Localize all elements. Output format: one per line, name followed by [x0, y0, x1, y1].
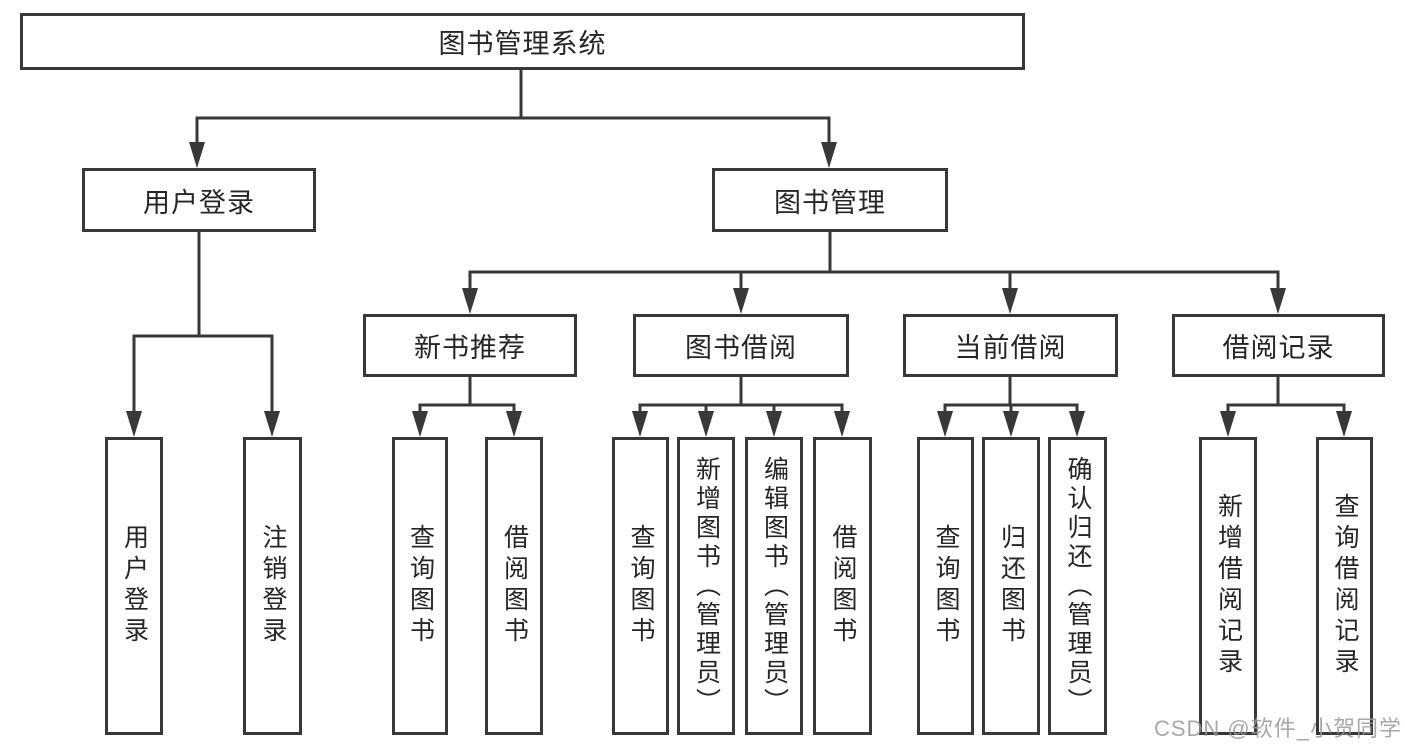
arrowhead: [733, 288, 749, 314]
edges-root: [195, 68, 831, 152]
node-borrowing-records-label: 借阅记录: [1222, 333, 1335, 363]
arrowhead: [821, 142, 837, 168]
node-new-book-recommendation-label: 新书推荐: [414, 333, 526, 363]
leaf-borrow-borrow-books-label: 借阅图书: [829, 524, 857, 648]
leaf-borrow-add-books-admin: 新增图书（管理员）: [677, 437, 735, 735]
leaf-user-login: 用户登录: [105, 437, 163, 735]
arrowhead: [1220, 411, 1236, 437]
leaf-borrow-borrow-books: 借阅图书: [813, 437, 872, 735]
leaf-borrow-search-books-label: 查询图书: [627, 524, 655, 648]
edges-book-borrowing: [638, 375, 844, 421]
edges-user-login-branch: [132, 230, 274, 421]
leaf-records-add-record: 新增借阅记录: [1199, 437, 1257, 735]
node-root: 图书管理系统: [20, 13, 1025, 70]
csdn-watermark: CSDN @软件_小贺同学: [1153, 716, 1402, 741]
node-current-borrowing-label: 当前借阅: [954, 333, 1067, 363]
arrowhead: [1002, 288, 1018, 314]
leaf-records-add-record-label: 新增借阅记录: [1214, 493, 1243, 679]
arrowhead: [632, 411, 648, 437]
arrowhead: [412, 411, 428, 437]
arrowheads: [126, 142, 1352, 437]
edges-new-book-recommendation: [418, 375, 516, 421]
arrowhead: [462, 288, 478, 314]
leaf-recommend-borrow-books: 借阅图书: [485, 437, 543, 735]
arrowhead: [1336, 411, 1352, 437]
leaf-borrow-search-books: 查询图书: [612, 437, 669, 735]
leaf-current-return-books-label: 归还图书: [997, 524, 1026, 648]
node-user-login: 用户登录: [82, 168, 316, 232]
arrowhead: [1270, 288, 1286, 314]
arrowhead: [1069, 411, 1085, 437]
leaf-borrow-add-books-admin-label: 新增图书（管理员）: [692, 455, 721, 717]
leaf-current-confirm-return-admin: 确认归还（管理员）: [1048, 437, 1107, 735]
edges-borrowing-records: [1226, 375, 1346, 421]
leaf-current-search-books: 查询图书: [917, 437, 974, 735]
leaf-current-return-books: 归还图书: [982, 437, 1040, 735]
node-root-label: 图书管理系统: [438, 29, 607, 59]
arrowhead: [766, 411, 782, 437]
edges-book-management-branch: [468, 230, 1280, 298]
arrowhead: [264, 411, 280, 437]
node-borrowing-records: 借阅记录: [1172, 314, 1385, 377]
leaf-recommend-borrow-books-label: 借阅图书: [500, 524, 529, 648]
leaf-current-confirm-return-admin-label: 确认归还（管理员）: [1064, 455, 1092, 717]
leaf-logout-label: 注销登录: [259, 524, 287, 648]
arrowhead: [937, 411, 953, 437]
leaf-records-search-record-label: 查询借阅记录: [1331, 493, 1359, 679]
arrowhead: [506, 411, 522, 437]
node-book-management: 图书管理: [712, 168, 948, 232]
leaf-logout: 注销登录: [243, 437, 302, 735]
arrowhead: [1003, 411, 1019, 437]
node-book-management-label: 图书管理: [774, 187, 886, 218]
leaf-borrow-edit-books-admin: 编辑图书（管理员）: [745, 437, 803, 735]
node-user-login-label: 用户登录: [143, 187, 255, 218]
leaf-recommend-search-books: 查询图书: [392, 437, 448, 735]
leaf-borrow-edit-books-admin-label: 编辑图书（管理员）: [760, 455, 789, 717]
leaf-current-search-books-label: 查询图书: [932, 524, 960, 648]
leaf-user-login-label: 用户登录: [120, 524, 149, 648]
arrowhead: [189, 142, 205, 168]
node-current-borrowing: 当前借阅: [903, 314, 1118, 377]
arrowhead: [834, 411, 850, 437]
node-book-borrowing: 图书借阅: [633, 314, 849, 377]
node-new-book-recommendation: 新书推荐: [363, 314, 577, 377]
leaf-records-search-record: 查询借阅记录: [1316, 437, 1373, 735]
leaf-recommend-search-books-label: 查询图书: [406, 524, 435, 648]
node-book-borrowing-label: 图书借阅: [685, 333, 797, 363]
arrowhead: [126, 411, 142, 437]
arrowhead: [698, 411, 714, 437]
